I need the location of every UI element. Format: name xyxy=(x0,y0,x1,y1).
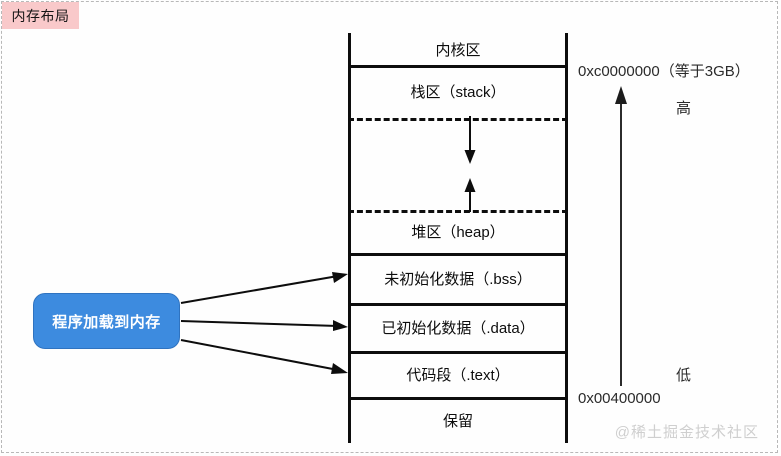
divider-gap-heap xyxy=(348,210,568,213)
low-direction-label: 低 xyxy=(676,367,692,384)
divider-data-text xyxy=(348,351,568,354)
divider-stack-gap xyxy=(348,118,568,121)
region-stack: 栈区（stack） xyxy=(410,84,506,101)
memory-map-box xyxy=(348,33,568,443)
region-reserved: 保留 xyxy=(442,412,473,430)
region-heap: 堆区（heap） xyxy=(411,224,505,241)
address-direction-arrow xyxy=(615,86,627,386)
connector-to-bss xyxy=(180,272,348,304)
low-address-label: 0x00400000 xyxy=(578,390,661,407)
diagram-title-tag: 内存布局 xyxy=(2,2,79,29)
region-bss: 未初始化数据（.bss） xyxy=(384,270,532,288)
watermark-label: @稀土掘金技术社区 xyxy=(614,424,759,441)
program-load-node-label: 程序加载到内存 xyxy=(52,313,161,331)
divider-bss-data xyxy=(348,303,568,306)
region-data: 已初始化数据（.data） xyxy=(381,319,535,337)
connector-to-data xyxy=(180,320,348,331)
high-direction-label: 高 xyxy=(676,100,692,117)
divider-heap-bss xyxy=(348,253,568,256)
region-kernel: 内核区 xyxy=(435,41,481,59)
region-text: 代码段（.text） xyxy=(406,366,510,384)
program-load-node[interactable]: 程序加载到内存 xyxy=(33,293,180,349)
divider-kernel-stack xyxy=(348,65,568,68)
connector-to-text xyxy=(180,339,348,374)
high-address-label: 0xc0000000（等于3GB） xyxy=(578,63,750,80)
divider-text-reserved xyxy=(348,397,568,400)
